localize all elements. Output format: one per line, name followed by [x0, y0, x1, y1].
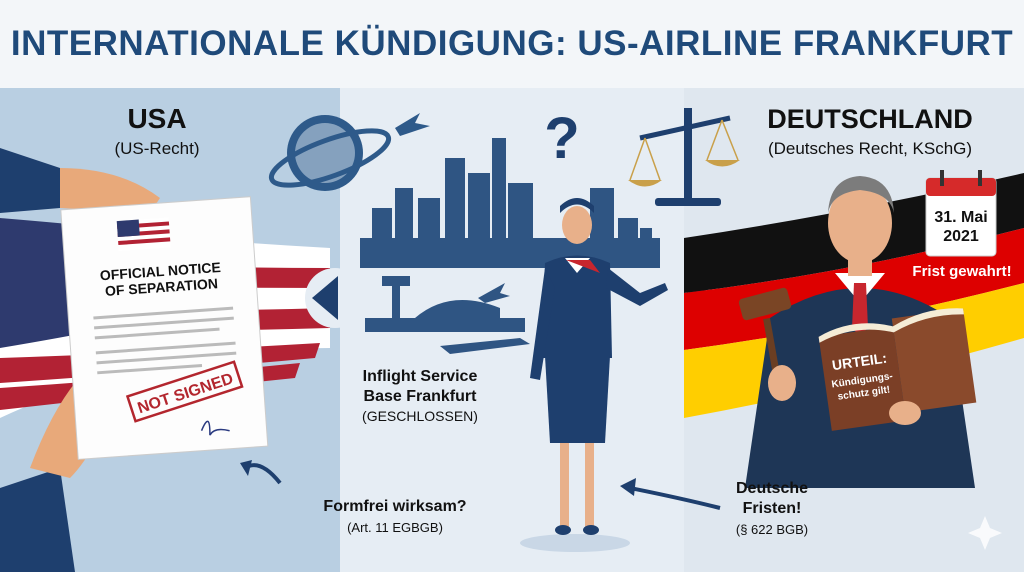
caption-formfrei: Formfrei wirksam? [323, 498, 466, 515]
usa-subheading: (US-Recht) [114, 139, 199, 158]
notice-title-2: OF SEPARATION [104, 275, 218, 299]
base-line2: Base Frankfurt [364, 388, 478, 405]
question-mark-icon: ? [544, 106, 579, 171]
caption-fristen: Fristen! [743, 500, 802, 517]
sleeve-top [0, 148, 60, 213]
sleeve-bottom [0, 468, 75, 572]
book-title: URTEIL: [831, 350, 888, 374]
flight-attendant [520, 198, 668, 552]
base-line1: Inflight Service [363, 368, 478, 385]
infographic: USA (US-Recht) OFFICIAL NOTICE OF SEPARA… [0, 88, 1024, 572]
title-band: INTERNATIONALE KÜNDIGUNG: US-AIRLINE FRA… [0, 0, 1024, 88]
separation-notice: OFFICIAL NOTICE OF SEPARATION NOT SIGNED [60, 196, 269, 460]
calendar-icon: 31. Mai 2021 [925, 170, 997, 257]
left-triangle-icon [312, 276, 338, 320]
scales-icon [628, 108, 740, 206]
airport-icon [365, 276, 530, 354]
base-status: (GESCHLOSSEN) [362, 408, 478, 424]
usa-heading: USA [127, 103, 186, 134]
caption-egbgb: (Art. 11 EGBGB) [347, 520, 443, 535]
calendar-year: 2021 [943, 228, 979, 245]
germany-heading: DEUTSCHLAND [767, 104, 973, 134]
judge: URTEIL: Kündigungs- schutz gilt! [738, 176, 977, 488]
verdict-book: URTEIL: Kündigungs- schutz gilt! [818, 308, 977, 431]
germany-subheading: (Deutsches Recht, KSchG) [768, 139, 972, 158]
caption-bgb: (§ 622 BGB) [736, 522, 808, 537]
page-title: INTERNATIONALE KÜNDIGUNG: US-AIRLINE FRA… [10, 24, 1014, 63]
curved-arrow-right [629, 486, 721, 510]
caption-deutsche: Deutsche [736, 480, 808, 497]
hand-top [60, 168, 160, 213]
signature-scribble [200, 420, 230, 436]
sparkle-icon [968, 516, 1002, 550]
calendar-date: 31. Mai [934, 209, 987, 226]
globe-plane-icon [268, 113, 430, 191]
frist-caption: Frist gewahrt! [912, 263, 1011, 280]
